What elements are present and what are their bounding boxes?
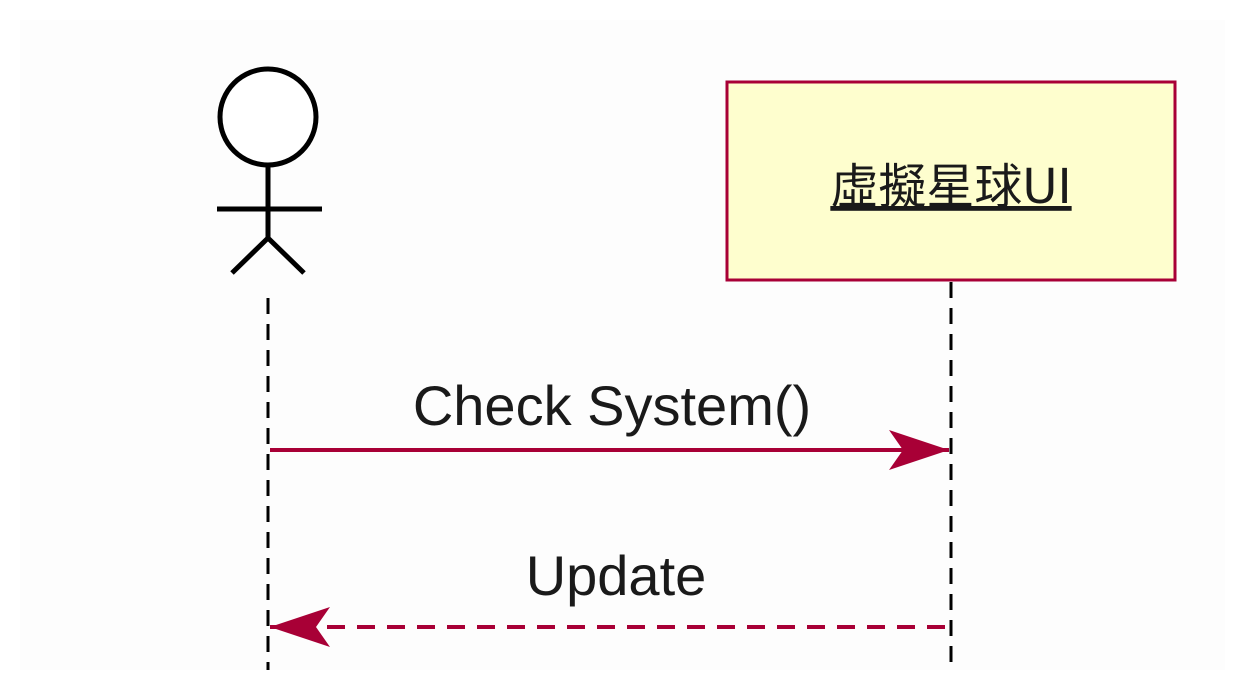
participant-box xyxy=(725,80,1177,282)
stick-figure-icon xyxy=(217,66,322,275)
participant-label: 虛擬星球UI xyxy=(830,159,1071,215)
participant: 虛擬星球UI xyxy=(725,80,1177,282)
message-label-update: Update xyxy=(526,544,707,607)
message-label-check-system: Check System() xyxy=(413,374,811,437)
actor-head xyxy=(217,66,319,168)
actor xyxy=(217,66,322,275)
message-check-system: Check System() xyxy=(270,374,949,470)
actor-right-leg xyxy=(266,236,306,275)
actor-left-leg xyxy=(230,236,270,275)
message-update: Update xyxy=(270,544,945,647)
